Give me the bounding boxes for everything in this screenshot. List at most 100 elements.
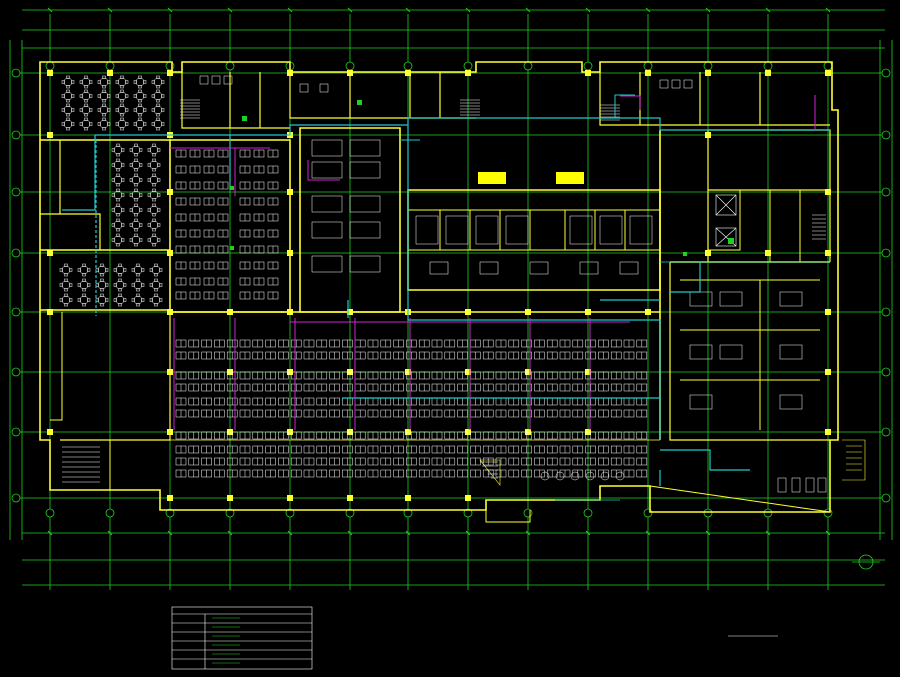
chair: [115, 80, 119, 84]
chair: [89, 108, 93, 112]
round-table: [99, 119, 109, 129]
chair: [156, 127, 160, 131]
sanitary-fixture: [791, 477, 801, 493]
work-counter: [719, 344, 743, 360]
chair: [113, 298, 117, 302]
round-table: [115, 295, 125, 305]
round-table: [113, 220, 123, 230]
round-table: [149, 145, 159, 155]
round-table: [135, 91, 145, 101]
chair: [116, 228, 120, 232]
chair: [141, 298, 145, 302]
chair: [157, 178, 161, 182]
chair: [156, 89, 160, 93]
chair: [134, 228, 138, 232]
lab-counter: [529, 261, 549, 275]
chair: [129, 223, 133, 227]
chair: [129, 178, 133, 182]
chair: [97, 80, 101, 84]
chair: [84, 113, 88, 117]
round-table: [61, 280, 71, 290]
sanitary-fixture: [299, 83, 309, 93]
chair: [64, 278, 68, 282]
chair: [149, 298, 153, 302]
round-table: [63, 77, 73, 87]
chair: [111, 163, 115, 167]
chair: [107, 94, 111, 98]
chair: [89, 122, 93, 126]
chair: [64, 288, 68, 292]
chair: [139, 148, 143, 152]
chair: [152, 228, 156, 232]
chair: [115, 122, 119, 126]
chair: [97, 108, 101, 112]
chair: [84, 75, 88, 79]
chair: [120, 89, 124, 93]
chair: [82, 303, 86, 307]
chair: [134, 143, 138, 147]
chair: [147, 208, 151, 212]
chair: [143, 94, 147, 98]
chair: [129, 148, 133, 152]
chair: [139, 163, 143, 167]
chair: [149, 268, 153, 272]
chair: [89, 94, 93, 98]
chair: [77, 268, 81, 272]
chair: [61, 80, 65, 84]
chair: [116, 153, 120, 157]
chair: [154, 273, 158, 277]
chair: [115, 108, 119, 112]
chair: [102, 85, 106, 89]
chair: [79, 122, 83, 126]
chair: [84, 117, 88, 121]
chair: [138, 85, 142, 89]
round-table: [153, 91, 163, 101]
chair: [134, 153, 138, 157]
chair: [116, 183, 120, 187]
chair: [120, 113, 124, 117]
chair: [89, 80, 93, 84]
sanitary-fixture: [199, 75, 209, 85]
chair: [120, 117, 124, 121]
chair: [66, 113, 70, 117]
chair: [123, 268, 127, 272]
chair: [138, 89, 142, 93]
chair: [66, 117, 70, 121]
chair: [87, 283, 91, 287]
chair: [159, 283, 163, 287]
round-table: [133, 295, 143, 305]
chair: [156, 113, 160, 117]
chair: [156, 117, 160, 121]
chair: [157, 208, 161, 212]
legend-table: [171, 606, 313, 670]
round-table: [149, 160, 159, 170]
chair: [79, 80, 83, 84]
magenta-piping: [170, 95, 816, 430]
chair: [133, 108, 137, 112]
chair: [147, 148, 151, 152]
round-table: [113, 160, 123, 170]
chair: [64, 263, 68, 267]
chair: [118, 293, 122, 297]
chair: [125, 94, 129, 98]
chair: [77, 298, 81, 302]
chair: [154, 293, 158, 297]
chair: [64, 303, 68, 307]
cyan-piping: [62, 94, 830, 501]
round-table: [97, 280, 107, 290]
round-table: [81, 105, 91, 115]
round-table: [81, 91, 91, 101]
round-table: [151, 295, 161, 305]
chair: [138, 99, 142, 103]
lab-counter: [479, 261, 499, 275]
sanitary-fixture: [659, 79, 669, 89]
chair: [123, 298, 127, 302]
chair: [118, 288, 122, 292]
work-counter: [779, 344, 803, 360]
chair: [157, 193, 161, 197]
work-counter: [779, 291, 803, 307]
chair: [152, 158, 156, 162]
chair: [161, 122, 165, 126]
round-table: [81, 119, 91, 129]
chair: [82, 288, 86, 292]
